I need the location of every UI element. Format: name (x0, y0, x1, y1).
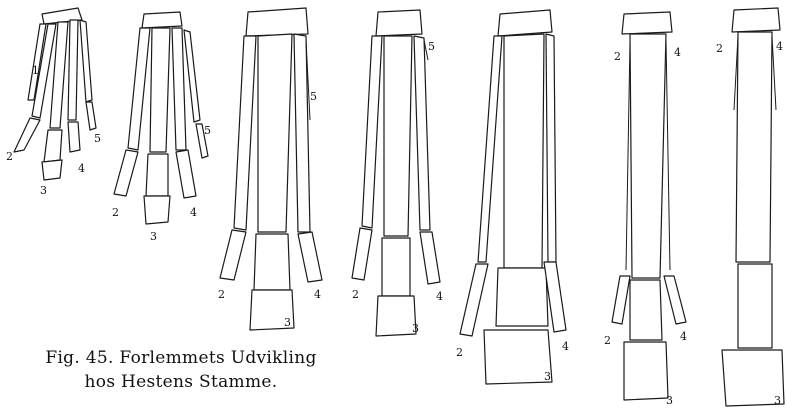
forelimb-stage-1 (14, 8, 96, 180)
metacarpal-3 (630, 34, 666, 278)
digit-label: 2 (352, 288, 359, 301)
digit-4-phalanges (176, 150, 196, 198)
digit-label: 2 (604, 334, 611, 347)
caption-line-1: Fig. 45. Forlemmets Udvikling (16, 346, 346, 370)
figure-caption: Fig. 45. Forlemmets Udvikling hos Hesten… (16, 346, 346, 394)
digit-4-phalanges (68, 122, 80, 152)
caption-line-2: hos Hestens Stamme. (16, 370, 346, 394)
digit-3-phalanges (630, 280, 662, 340)
digit-label: 3 (544, 370, 551, 383)
digit-label: 5 (310, 90, 317, 103)
carpal-bones (622, 12, 672, 34)
digit-label: 4 (680, 330, 687, 343)
digit-3-phalanges (146, 154, 168, 196)
forelimb-stage-7 (722, 8, 784, 406)
digit-3-hoof (624, 342, 668, 400)
carpal-bones (142, 12, 182, 28)
metacarpal-2 (128, 28, 150, 150)
digit-3-hoof (42, 160, 62, 180)
digit-label: 3 (150, 230, 157, 243)
digit-5-phalanges (86, 102, 96, 130)
digit-label: 2 (456, 346, 463, 359)
digit-label: 3 (284, 316, 291, 329)
metacarpal-2-splint (626, 40, 630, 270)
digit-label: 4 (436, 290, 443, 303)
metacarpal-5 (184, 30, 200, 122)
digit-label: 4 (776, 40, 783, 53)
metacarpal-2 (478, 36, 502, 262)
digit-3-phalanges (382, 238, 410, 296)
digit-label: 2 (6, 150, 13, 163)
carpal-bones (498, 10, 552, 36)
digit-2-phalanges (220, 230, 246, 280)
metacarpal-3 (384, 36, 412, 236)
digit-label: 1 (32, 64, 39, 77)
digit-4-phalanges (664, 276, 686, 324)
digit-label: 5 (428, 40, 435, 53)
digit-2-phalanges (352, 228, 372, 280)
digit-3-phalanges (44, 130, 62, 162)
metacarpal-3 (150, 28, 170, 152)
digit-label: 2 (112, 206, 119, 219)
metacarpal-4 (414, 36, 430, 230)
digit-3-phalanges (496, 268, 548, 326)
metacarpal-4-splint (666, 40, 670, 270)
metacarpal-3 (736, 32, 772, 262)
digit-label: 3 (666, 394, 673, 407)
metacarpal-3 (504, 34, 544, 268)
carpal-bones (246, 8, 308, 36)
digit-label: 3 (40, 184, 47, 197)
digit-label: 2 (614, 50, 621, 63)
digit-label: 4 (674, 46, 681, 59)
digit-2-phalanges (14, 118, 40, 152)
digit-label: 2 (716, 42, 723, 55)
digit-3-phalanges (254, 234, 290, 290)
digit-label: 2 (218, 288, 225, 301)
metacarpal-4 (546, 34, 556, 262)
digit-2-phalanges (460, 264, 488, 336)
metacarpal-2 (234, 36, 256, 230)
digit-3-phalanges (738, 264, 772, 348)
forelimb-stage-5 (460, 10, 566, 384)
digit-4-phalanges (298, 232, 322, 282)
digit-label: 5 (94, 132, 101, 145)
digit-label: 4 (78, 162, 85, 175)
metacarpal-4 (68, 20, 78, 120)
digit-label: 4 (562, 340, 569, 353)
digit-3-hoof (144, 196, 170, 224)
forelimb-stage-3 (220, 8, 322, 330)
digit-label: 3 (412, 322, 419, 335)
forelimb-stage-6 (612, 12, 686, 400)
metacarpal-4 (172, 28, 186, 150)
digit-2-phalanges (114, 150, 138, 196)
metacarpal-2 (362, 36, 382, 228)
digit-label: 4 (190, 206, 197, 219)
metacarpal-3 (258, 34, 292, 232)
digit-3-hoof (484, 330, 552, 384)
carpal-bones (376, 10, 422, 36)
digit-4-phalanges (420, 232, 440, 284)
digit-2-phalanges (612, 276, 630, 324)
carpal-bones (732, 8, 780, 32)
digit-label: 5 (204, 124, 211, 137)
digit-3-hoof (376, 296, 416, 336)
forelimb-stage-4 (352, 10, 440, 336)
digit-label: 3 (774, 394, 781, 407)
metacarpal-5 (80, 20, 92, 102)
digit-label: 4 (314, 288, 321, 301)
forelimb-stage-2 (114, 12, 208, 224)
